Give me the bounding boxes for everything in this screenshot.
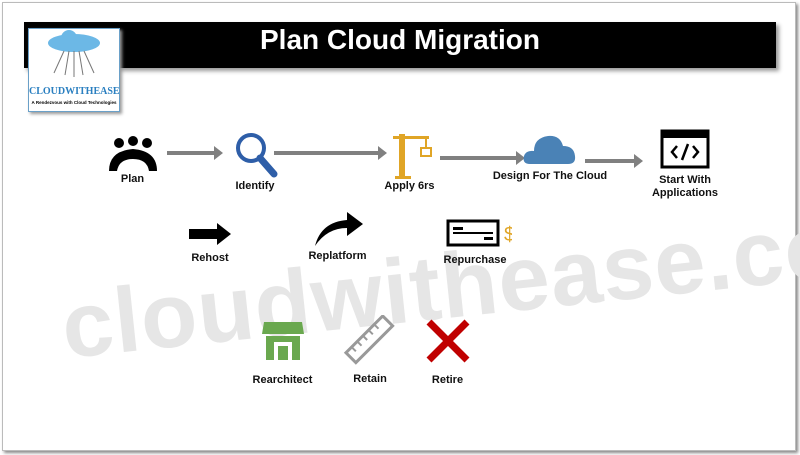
strategy-repurchase: $ Repurchase xyxy=(435,218,515,267)
strategy-label: Rehost xyxy=(191,252,229,264)
crane-icon xyxy=(392,134,432,179)
step-label: Plan xyxy=(120,173,145,185)
strategy-retire: Retire xyxy=(415,318,480,387)
magnifier-icon xyxy=(236,133,278,178)
step-start-with-apps: Start With Applications xyxy=(645,128,725,200)
strategy-rearchitect: Rearchitect xyxy=(245,318,320,387)
flow-arrow xyxy=(274,146,387,160)
curved-arrow-icon xyxy=(314,212,363,246)
step-label: Apply 6rs xyxy=(384,180,435,192)
flow-arrow xyxy=(585,154,643,168)
strategy-label: Repurchase xyxy=(443,254,507,266)
step-design: Design For The Cloud xyxy=(490,130,610,183)
ruler-icon xyxy=(343,315,395,365)
step-identify: Identify xyxy=(220,130,290,193)
code-window-icon xyxy=(660,129,710,169)
flow-arrow xyxy=(167,146,223,160)
step-label: Design For The Cloud xyxy=(492,170,608,182)
strategy-retain: Retain xyxy=(335,315,405,386)
strategy-label: Retire xyxy=(431,374,464,386)
team-icon xyxy=(108,136,157,171)
logo-brand: CLOUDWITHEASE xyxy=(29,86,120,97)
step-label: Start With Applications xyxy=(651,174,718,199)
cloud-network-icon xyxy=(48,30,100,77)
step-apply-6rs: Apply 6rs xyxy=(372,128,447,193)
logo-tagline: A Rendezvous with Cloud Technologies xyxy=(31,100,117,105)
slide xyxy=(2,2,796,451)
check-dollar-icon: $ xyxy=(446,219,512,247)
svg-text:$: $ xyxy=(504,224,512,246)
step-label: Identify xyxy=(235,180,275,192)
strategy-label: Retain xyxy=(353,373,387,385)
page-title: Plan Cloud Migration xyxy=(260,24,540,55)
strategy-replatform: Replatform xyxy=(300,210,375,263)
right-arrow-icon xyxy=(189,223,231,245)
strategy-rehost: Rehost xyxy=(180,222,240,265)
strategy-label: Rearchitect xyxy=(252,374,313,386)
storefront-icon xyxy=(261,322,304,360)
cloud-icon xyxy=(523,135,576,164)
strategy-label: Replatform xyxy=(308,250,367,262)
flow-arrow xyxy=(440,151,525,165)
logo: CLOUDWITHEASE A Rendezvous with Cloud Te… xyxy=(28,28,120,112)
title-bar xyxy=(24,22,776,68)
step-plan: Plan xyxy=(100,135,165,186)
x-icon xyxy=(426,319,469,363)
